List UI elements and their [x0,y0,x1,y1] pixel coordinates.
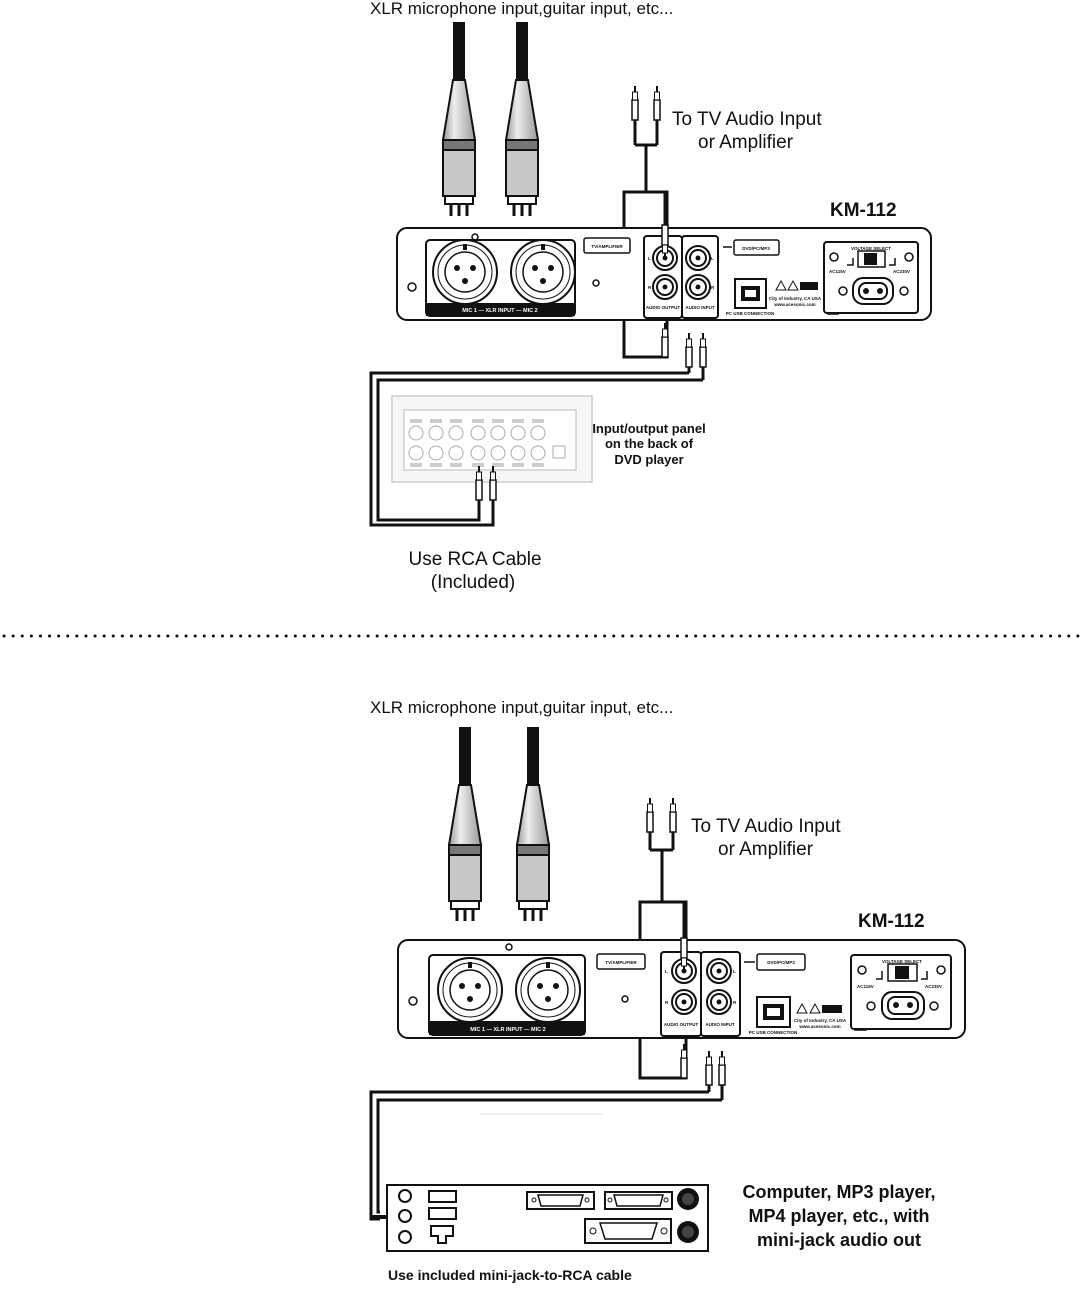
bottom-in-l: L [733,969,736,974]
bottom-ac230-label: AC230V [925,984,942,989]
bottom-computer-caption-line3: mini-jack audio out [757,1230,921,1250]
bottom-panel-rca-plug-3 [718,1050,726,1086]
top-tv-rca-plug-2 [653,85,661,121]
top-address: City of Industry, CA USA [769,296,822,301]
bottom-xlr-input-label: MIC 1 — XLR INPUT — MIC 2 [470,1027,545,1033]
top-xlr-input-label: MIC 1 — XLR INPUT — MIC 2 [462,308,537,314]
top-cable-caption-line1: Use RCA Cable [408,549,541,570]
bottom-tv-caption-line1: To TV Audio Input [691,816,841,837]
top-audio-input-label: AUDIO INPUT [685,305,715,310]
top-unit-panel: MIC 1 — XLR INPUT — MIC 2 TV/AMPLIFIER L… [396,227,932,321]
bottom-audio-output-label: AUDIO OUTPUT [664,1022,699,1027]
top-audio-output-label: AUDIO OUTPUT [646,305,681,310]
top-audio-input-l [685,245,711,271]
top-panel-rca-plug-2 [685,332,693,368]
bottom-computer-caption-line1: Computer, MP3 player, [742,1182,935,1202]
bottom-cable-caption: Use included mini-jack-to-RCA cable [388,1267,632,1283]
top-tv-caption-line2: or Amplifier [698,132,794,153]
top-tv-caption-line1: To TV Audio Input [672,109,822,130]
bottom-address: City of Industry, CA USA [794,1018,847,1023]
top-cable-caption-line2: (Included) [431,572,516,593]
bottom-model-label: KM-112 [858,911,925,932]
top-tv-rca-plug-1 [631,85,639,121]
top-dvd-cable [369,367,705,527]
top-in-l: L [711,256,714,261]
bottom-xlr-plug-2 [515,725,551,923]
bottom-dvd-pc-mp3-label: DVD/PC/MP3 [767,960,795,965]
top-dvd-pc-mp3-label: DVD/PC/MP3 [742,246,770,251]
top-out-l: L [648,256,651,261]
top-dvd-caption-line2: on the back of [605,436,694,451]
bottom-computer-panel [370,1184,709,1252]
top-tv-amplifier-label: TV/AMPLIFIER [591,244,623,249]
bottom-xlr-socket-1 [437,957,503,1023]
top-out-r: R [648,285,652,290]
top-ac230-label: AC230V [893,269,910,274]
bottom-out-r: R [665,1000,669,1005]
bottom-pc-usb-label: PC USB CONNECTION [749,1030,798,1035]
top-xlr-plug-2 [504,20,540,218]
top-website: www.acesonic.com [773,302,815,307]
bottom-audio-input-label: AUDIO INPUT [705,1022,735,1027]
bottom-out-l: L [665,969,668,974]
top-audio-input-r [685,274,711,300]
bottom-diagram: XLR microphone input,guitar input, etc..… [369,698,966,1283]
top-dvd-player-panel [391,395,593,483]
top-xlr-socket-2 [510,239,576,305]
bottom-input-caption: XLR microphone input,guitar input, etc..… [370,698,673,717]
top-diagram: XLR microphone input,guitar input, etc..… [369,0,932,593]
bottom-in-r: R [733,1000,737,1005]
top-panel-rca-plug-3 [699,332,707,368]
bottom-xlr-plug-1 [447,725,483,923]
bottom-panel-rca-plug-2 [705,1050,713,1086]
bottom-ac115-label: AC115V [857,984,874,989]
bottom-unit-panel: MIC 1 — XLR INPUT — MIC 2 TV/AMPLIFIER L… [397,939,966,1039]
bottom-audio-output-r [671,989,697,1015]
bottom-tv-amplifier-label: TV/AMPLIFIER [605,960,637,965]
bottom-voltage-select-label: VOLTAGE SELECT [882,959,922,964]
bottom-tv-caption-line2: or Amplifier [718,839,814,860]
bottom-audio-input-r [706,989,732,1015]
top-ac115-label: AC115V [829,269,846,274]
top-in-r: R [711,285,715,290]
top-model-label: KM-112 [830,200,897,221]
top-xlr-plug-1 [441,20,477,218]
top-dvd-caption-line1: Input/output panel [592,421,705,436]
bottom-tv-rca-plug-2 [669,797,677,833]
bottom-xlr-socket-2 [515,957,581,1023]
bottom-tv-rca-plug-1 [646,797,654,833]
top-audio-output-r [652,274,678,300]
bottom-audio-input-l [706,958,732,984]
top-xlr-socket-1 [432,239,498,305]
bottom-computer-caption-line2: MP4 player, etc., with [748,1206,929,1226]
bottom-website: www.acesonic.com [798,1024,840,1029]
top-input-caption: XLR microphone input,guitar input, etc..… [370,0,673,18]
top-pc-usb-label: PC USB CONNECTION [726,311,775,316]
top-voltage-select-label: VOLTAGE SELECT [851,246,891,251]
top-dvd-caption-line3: DVD player [614,452,683,467]
